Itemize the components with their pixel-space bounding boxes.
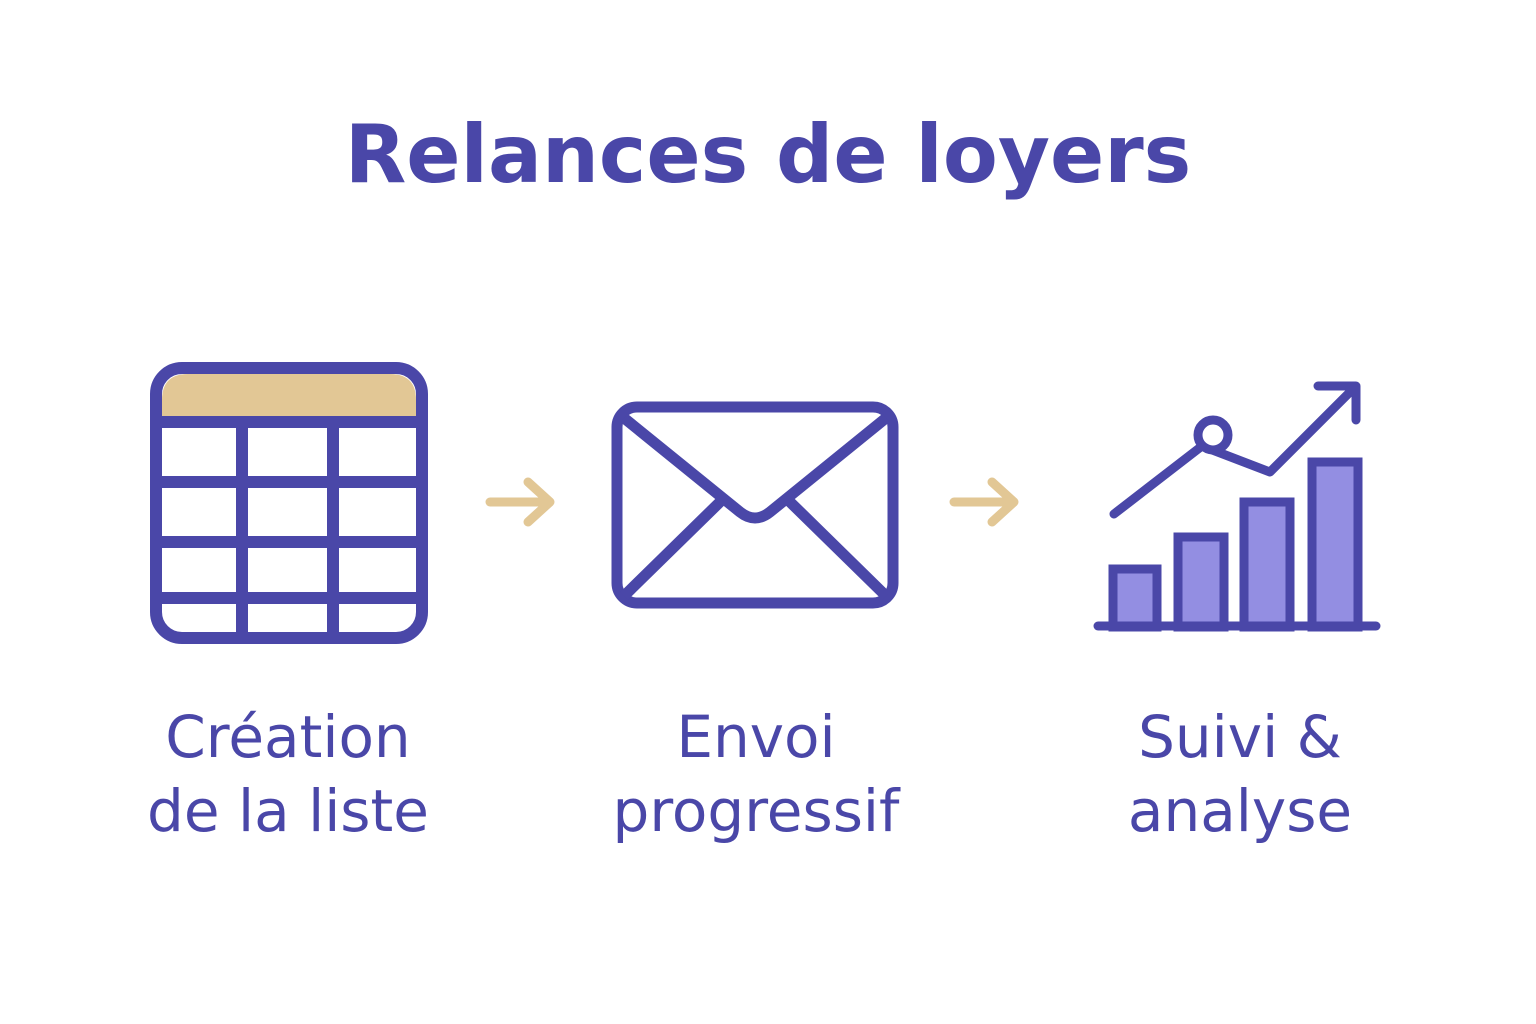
- chart-growth-icon: [1093, 381, 1381, 632]
- step-label-creation: Création de la liste: [78, 700, 498, 848]
- arrow-right-icon: [485, 477, 555, 527]
- step-label-line1: Suivi &: [1138, 703, 1342, 771]
- table-icon: [150, 362, 428, 644]
- step-label-line2: analyse: [1127, 777, 1353, 845]
- step-label-line1: Envoi: [676, 703, 836, 771]
- step-label-suivi: Suivi & analyse: [1030, 700, 1450, 848]
- step-label-line2: de la liste: [147, 777, 429, 845]
- diagram-title: Relances de loyers: [344, 108, 1192, 201]
- step-label-line2: progressif: [612, 777, 900, 845]
- arrow-right-icon: [949, 477, 1019, 527]
- step-label-line1: Création: [165, 703, 411, 771]
- envelope-icon: [611, 401, 899, 609]
- step-label-envoi: Envoi progressif: [546, 700, 966, 848]
